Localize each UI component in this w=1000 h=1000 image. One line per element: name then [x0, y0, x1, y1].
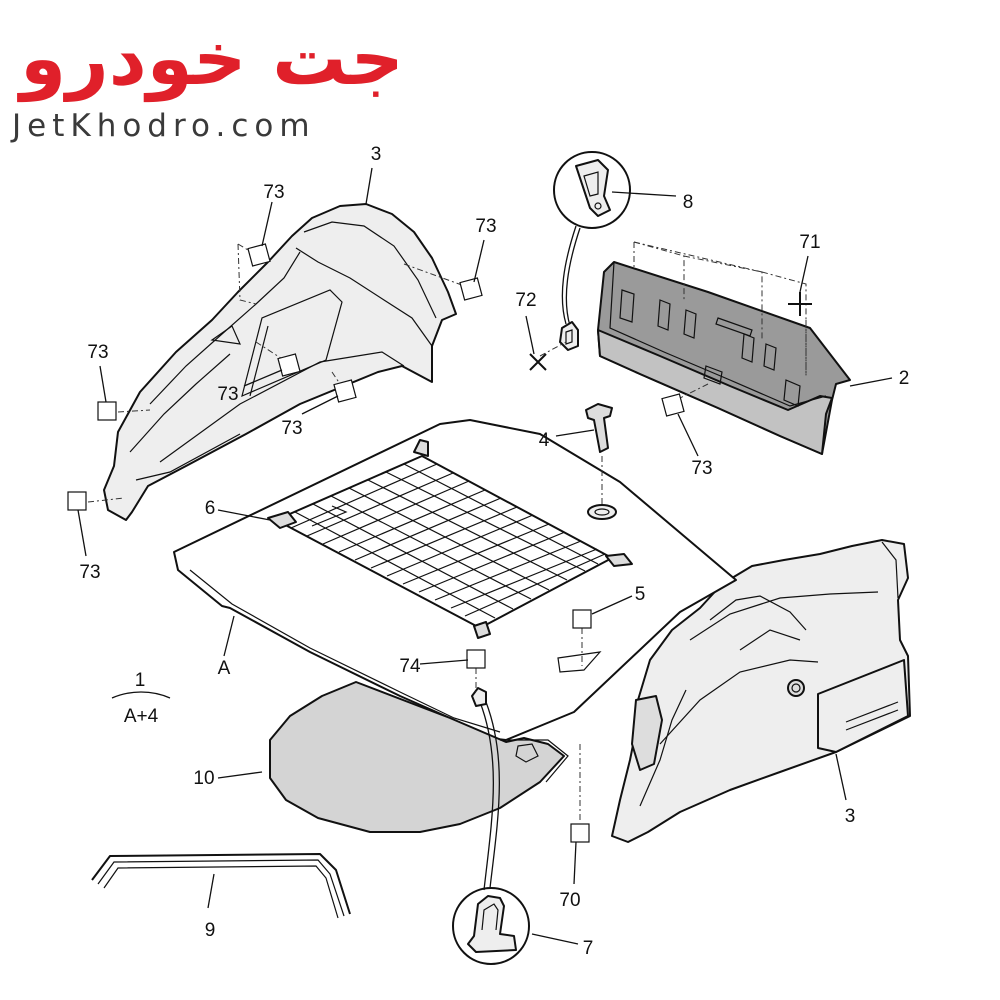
callout-73: 73 [691, 458, 712, 479]
sill-panel-clip-slots [619, 289, 801, 407]
net-hook [473, 621, 491, 639]
rear-sill-trim-panel [597, 261, 851, 455]
leader-lines [77, 167, 893, 945]
callout-5: 5 [635, 584, 646, 605]
tie-down-loop-bracket [559, 321, 579, 351]
fastener-pad [570, 823, 590, 843]
callout-labels: 1 A+4 2 3 3 4 5 6 7 8 9 10 70 71 72 73 7… [79, 144, 909, 959]
fastener-pad [333, 379, 357, 403]
callout-73: 73 [475, 216, 496, 237]
trunk-seal-strip [91, 853, 351, 919]
trunk-floor-mat [269, 681, 569, 833]
callout-1: 1 [135, 670, 146, 691]
net-hook [605, 553, 633, 567]
callout-a: A [218, 658, 231, 679]
push-pin-71 [788, 292, 812, 316]
push-pin-72 [529, 353, 547, 371]
right-side-trim-panel [611, 539, 911, 843]
callout-73: 73 [87, 342, 108, 363]
logo-persian-text: جت خودرو [16, 16, 404, 103]
fastener-pads [67, 243, 685, 843]
tie-down-loop-detail-7 [452, 701, 530, 965]
callout-2: 2 [899, 368, 910, 389]
callout-8: 8 [683, 192, 694, 213]
callout-3-top: 3 [371, 144, 382, 165]
callout-1-subtitle: A+4 [124, 706, 159, 727]
fastener-pad [67, 491, 87, 511]
fastener-pad [466, 649, 486, 669]
callout-72: 72 [515, 290, 536, 311]
callout-73: 73 [217, 384, 238, 405]
callout-10: 10 [193, 768, 214, 789]
tie-down-loop-detail-8 [553, 151, 631, 327]
assembly-dash-lines [87, 241, 807, 822]
callout-74: 74 [399, 656, 421, 677]
callout-73: 73 [79, 562, 100, 583]
callout-3-bottom: 3 [845, 806, 856, 827]
fastener-pad [97, 401, 117, 421]
loop-bracket-floor [471, 687, 487, 707]
fastener-pad [277, 353, 301, 377]
callout-9: 9 [205, 920, 216, 941]
net-hook [267, 511, 297, 529]
callout-73: 73 [263, 182, 284, 203]
callout-70: 70 [559, 890, 580, 911]
net-hook [413, 439, 429, 457]
fastener-pad [247, 243, 271, 267]
fastener-pad [572, 609, 592, 629]
callout-71: 71 [799, 232, 820, 253]
site-logo[interactable]: جت خودرو JetKhodro.com [10, 16, 404, 144]
cargo-net [267, 439, 633, 639]
fastener-pad [459, 277, 483, 301]
fastener-pad [661, 393, 685, 417]
callout-7: 7 [583, 938, 594, 959]
callout-6: 6 [205, 498, 216, 519]
logo-latin-text: JetKhodro.com [10, 108, 316, 144]
callout-4: 4 [539, 430, 550, 451]
floor-panel-hook [585, 403, 613, 506]
callout-73: 73 [281, 418, 302, 439]
